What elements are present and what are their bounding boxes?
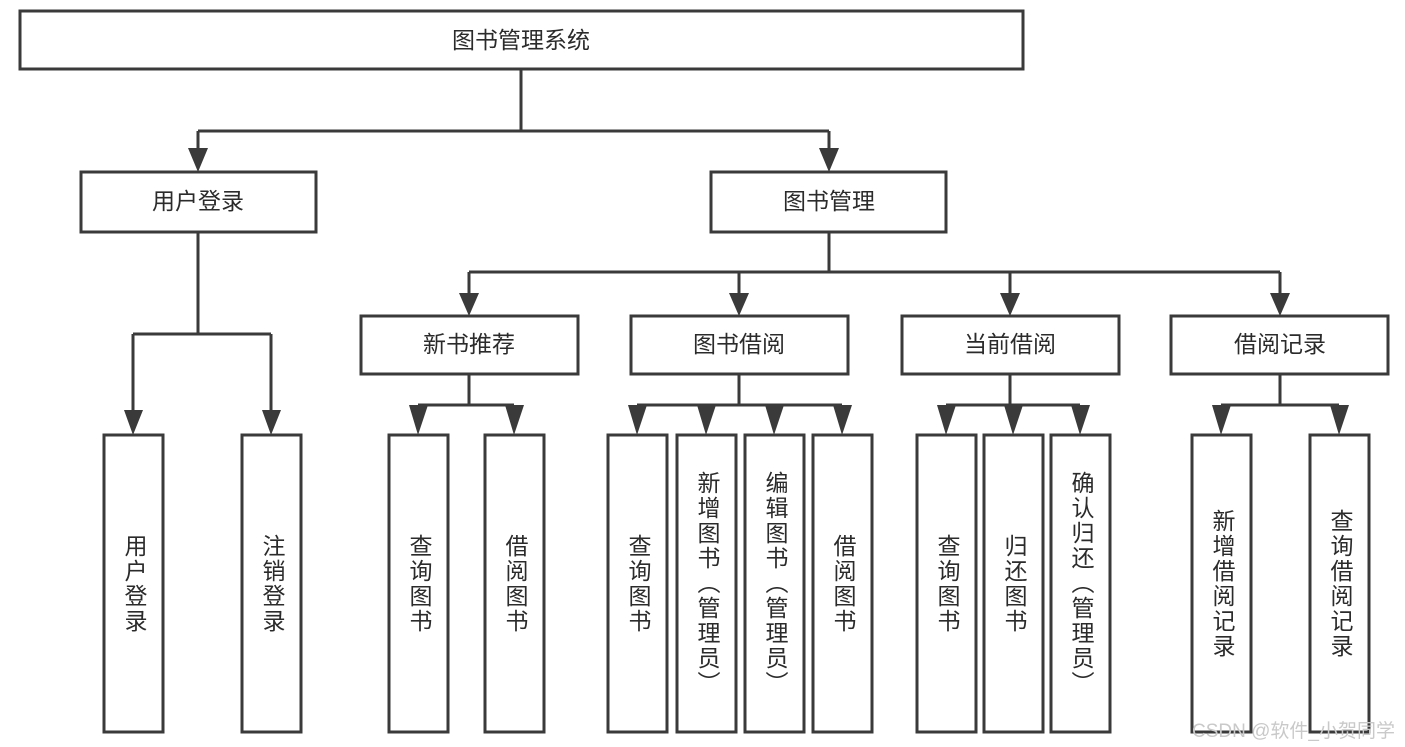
node-leaf-query-record-label: 查询借阅记录 <box>1327 508 1353 659</box>
arrow-head-leaf-query-book-2 <box>628 405 647 435</box>
node-leaf-query-book-2-label: 查询图书 <box>625 533 651 634</box>
node-leaf-borrow-book-2-label: 借阅图书 <box>830 533 856 634</box>
arrow-head-leaf-add-record <box>1212 405 1231 435</box>
node-leaf-confirm-return[interactable] <box>1049 433 1112 734</box>
arrow-head-leaf-query-book-1 <box>409 405 428 435</box>
arrow-head-leaf-borrow-book-2 <box>833 405 852 435</box>
node-leaf-edit-book[interactable] <box>743 433 806 734</box>
arrow-head-leaf-query-book-3 <box>937 405 956 435</box>
node-root-label: 图书管理系统 <box>452 27 590 53</box>
node-leaf-borrow-book-2[interactable] <box>811 433 874 734</box>
node-leaf-query-book-3-label: 查询图书 <box>934 533 960 634</box>
node-leaf-query-book-1-label: 查询图书 <box>406 533 432 634</box>
node-new-book-recommend-label: 新书推荐 <box>423 331 515 357</box>
node-leaf-add-record[interactable] <box>1190 433 1253 734</box>
node-leaf-user-logout[interactable] <box>240 433 303 734</box>
node-leaf-query-book-1[interactable] <box>387 433 450 734</box>
node-leaf-add-book-label: 新增图书（管理员） <box>694 471 720 696</box>
node-leaf-query-book-3[interactable] <box>915 433 978 734</box>
csdn-watermark: CSDN @软件_小贺同学 <box>1192 721 1395 742</box>
node-leaf-add-record-label: 新增借阅记录 <box>1209 508 1235 659</box>
node-leaf-return-book-label: 归还图书 <box>1001 533 1027 634</box>
arrow-head-leaf-user-login <box>124 410 143 435</box>
arrow-head-leaf-query-record <box>1330 405 1349 435</box>
node-leaf-user-login[interactable] <box>102 433 165 734</box>
node-leaf-borrow-book-1[interactable] <box>483 433 546 734</box>
arrow-head-leaf-add-book <box>697 405 716 435</box>
arrow-head-current-borrow <box>1000 293 1020 316</box>
arrow-head-leaf-borrow-book-1 <box>505 405 524 435</box>
arrow-head-new-book-recommend <box>459 293 479 316</box>
node-root[interactable] <box>18 9 1025 71</box>
node-user-login-label: 用户登录 <box>152 188 244 214</box>
arrow-head-user-login <box>188 148 208 172</box>
arrow-head-leaf-user-logout <box>262 410 281 435</box>
arrow-head-book-management <box>819 148 839 172</box>
node-current-borrow[interactable] <box>900 314 1121 376</box>
arrow-head-book-borrow <box>729 293 749 316</box>
arrow-head-borrow-record <box>1270 293 1290 316</box>
node-book-borrow-label: 图书借阅 <box>693 331 785 357</box>
arrow-head-leaf-return-book <box>1004 405 1023 435</box>
node-current-borrow-label: 当前借阅 <box>964 331 1056 357</box>
arrow-head-leaf-edit-book <box>765 405 784 435</box>
node-borrow-record-label: 借阅记录 <box>1234 331 1326 357</box>
arrow-head-leaf-confirm-return <box>1071 405 1090 435</box>
node-book-management-label: 图书管理 <box>783 188 875 214</box>
node-leaf-add-book[interactable] <box>675 433 738 734</box>
node-book-borrow[interactable] <box>629 314 850 376</box>
node-leaf-query-book-2[interactable] <box>606 433 669 734</box>
node-leaf-return-book[interactable] <box>982 433 1045 734</box>
node-leaf-query-record[interactable] <box>1308 433 1371 734</box>
node-leaf-confirm-return-label: 确认归还（管理员） <box>1068 471 1094 696</box>
node-leaf-edit-book-label: 编辑图书（管理员） <box>762 471 788 696</box>
node-leaf-borrow-book-1-label: 借阅图书 <box>502 533 528 634</box>
node-leaf-user-logout-label: 注销登录 <box>259 533 285 634</box>
node-new-book-recommend[interactable] <box>359 314 580 376</box>
node-leaf-user-login-label: 用户登录 <box>121 533 147 634</box>
